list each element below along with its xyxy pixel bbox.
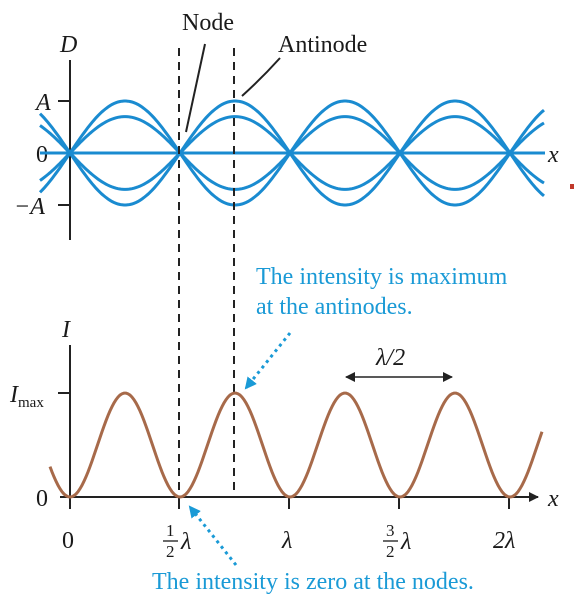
- standing-wave-curves: [38, 99, 545, 207]
- tick-32-lambda: λ: [400, 529, 411, 555]
- tick-half-lambda: λ: [180, 529, 191, 555]
- imax-sub: max: [18, 395, 44, 411]
- tick-label-one: λ: [281, 528, 292, 554]
- tick-label-half: 1 2 λ: [163, 521, 191, 561]
- antinode-pointer: [241, 57, 281, 97]
- antinode-label: Antinode: [278, 32, 367, 58]
- imax-label: Imax: [9, 382, 44, 411]
- half-wavelength-label: λ/2: [375, 345, 405, 371]
- zero-annotation: The intensity is zero at the nodes.: [152, 569, 474, 595]
- tick-half-denominator: 2: [166, 542, 175, 561]
- edge-mark: [570, 184, 574, 189]
- standing-wave-curve: [39, 115, 545, 191]
- x-axis-top-label: x: [547, 142, 559, 168]
- amp-pos-label: A: [34, 90, 51, 116]
- max-annotation-arrow: [244, 332, 292, 390]
- i-axis-label: I: [61, 317, 71, 343]
- node-pointer: [185, 43, 206, 133]
- amp-zero-label: 0: [36, 142, 48, 168]
- intensity-curve: [48, 391, 544, 499]
- intensity-plot: I Imax 0 x 0 1 2 λ λ 3 2 λ 2λ λ/2: [9, 317, 559, 561]
- x-axis-bottom-label: x: [547, 486, 559, 512]
- zero-annotation-arrow: [188, 505, 238, 566]
- imax-main: I: [9, 382, 19, 408]
- tick-half-numerator: 1: [166, 521, 175, 540]
- standing-wave-curve: [38, 99, 545, 207]
- tick-label-two: 2λ: [493, 528, 515, 554]
- max-annotation-line1: The intensity is maximum: [256, 264, 508, 290]
- tick-label-zero: 0: [62, 528, 74, 554]
- tick-label-threehalf: 3 2 λ: [383, 521, 411, 561]
- displacement-plot: D A 0 −A x Node Antinode: [14, 10, 559, 240]
- tick-32-numerator: 3: [386, 521, 395, 540]
- amp-neg-label: −A: [14, 194, 45, 220]
- i-zero-label: 0: [36, 486, 48, 512]
- node-label: Node: [182, 10, 234, 36]
- tick-32-denominator: 2: [386, 542, 395, 561]
- max-annotation-line2: at the antinodes.: [256, 294, 413, 320]
- d-axis-label: D: [59, 32, 77, 58]
